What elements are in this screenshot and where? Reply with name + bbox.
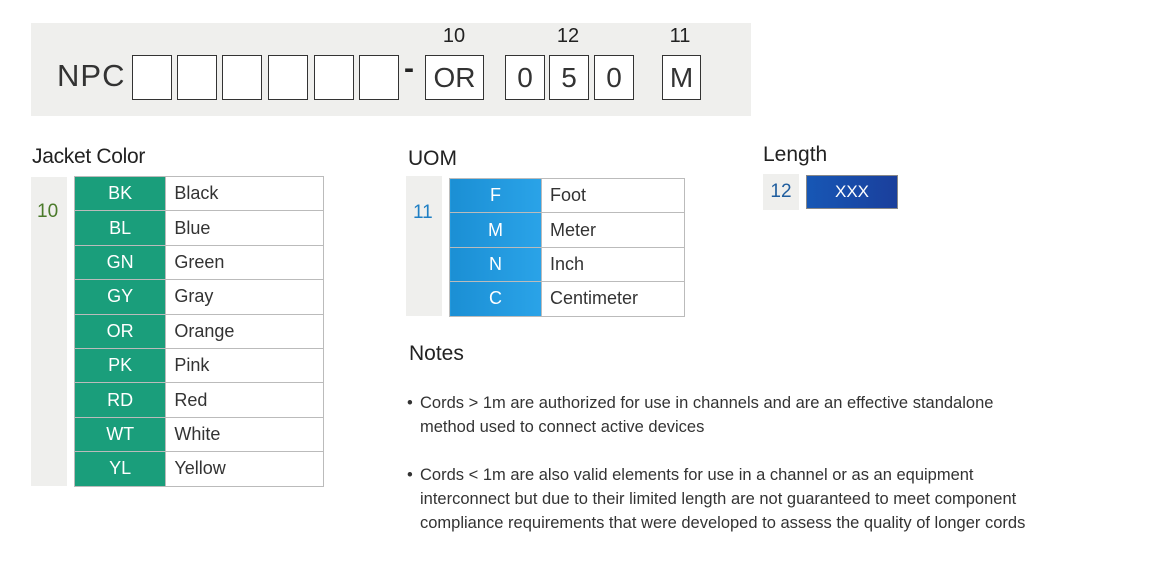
part-number-length-digit: 0 <box>594 55 634 100</box>
uom-side-strip <box>406 176 442 316</box>
part-number-empty-box <box>222 55 262 100</box>
jacket-color-side-strip <box>31 177 67 486</box>
note-item: • Cords < 1m are also valid elements for… <box>407 463 1107 535</box>
note-line: Cords > 1m are authorized for use in cha… <box>420 394 994 412</box>
part-number-color-box: OR <box>425 55 484 100</box>
field-number-uom: 11 <box>669 25 691 47</box>
jacket-color-title: Jacket Color <box>32 145 146 168</box>
note-item: • Cords > 1m are authorized for use in c… <box>407 391 1107 439</box>
color-code: BL <box>73 210 167 246</box>
color-code: OR <box>73 313 167 349</box>
color-name: White <box>165 416 324 453</box>
color-name: Green <box>165 244 324 281</box>
color-name: Yellow <box>165 451 324 487</box>
bullet: • <box>407 394 413 412</box>
note-line: method used to connect active devices <box>420 418 705 436</box>
jacket-color-field-number: 10 <box>37 201 59 222</box>
uom-code: N <box>449 246 542 283</box>
uom-name: Foot <box>541 177 685 214</box>
color-name: Black <box>165 175 324 212</box>
part-number-prefix: NPC <box>57 58 126 93</box>
color-code: GN <box>73 244 167 281</box>
length-title: Length <box>763 143 828 166</box>
color-code: YL <box>73 451 167 487</box>
uom-code: M <box>449 212 542 248</box>
part-number-uom-box: M <box>662 55 701 100</box>
part-number-empty-box <box>359 55 399 100</box>
field-number-length: 12 <box>556 25 580 47</box>
part-number-dash: - <box>404 52 414 85</box>
color-name: Gray <box>165 279 324 315</box>
uom-code: C <box>449 281 542 317</box>
color-name: Pink <box>165 347 324 384</box>
color-code: WT <box>73 416 167 453</box>
part-number-length-digit: 5 <box>549 55 589 100</box>
field-number-color: 10 <box>442 25 466 47</box>
part-number-empty-box <box>314 55 354 100</box>
part-number-empty-box <box>132 55 172 100</box>
part-number-empty-box <box>268 55 308 100</box>
note-line: interconnect but due to their limited le… <box>420 490 1017 508</box>
color-name: Red <box>165 382 324 418</box>
color-name: Orange <box>165 313 324 349</box>
uom-name: Inch <box>541 246 685 283</box>
color-name: Blue <box>165 210 324 246</box>
color-code: GY <box>73 279 167 315</box>
length-value-box: XXX <box>806 175 898 209</box>
length-field-number: 12 <box>763 174 799 210</box>
note-line: Cords < 1m are also valid elements for u… <box>420 466 974 484</box>
part-number-empty-box <box>177 55 217 100</box>
part-number-length-digit: 0 <box>505 55 545 100</box>
uom-name: Meter <box>541 212 685 248</box>
uom-title: UOM <box>408 147 457 170</box>
uom-code: F <box>449 177 542 214</box>
color-code: PK <box>73 347 167 384</box>
uom-field-number: 11 <box>413 202 433 223</box>
uom-name: Centimeter <box>541 281 685 317</box>
color-code: RD <box>73 382 167 418</box>
note-line: compliance requirements that were develo… <box>420 514 1026 532</box>
bullet: • <box>407 466 413 484</box>
notes-title: Notes <box>409 342 464 365</box>
color-code: BK <box>73 175 167 212</box>
